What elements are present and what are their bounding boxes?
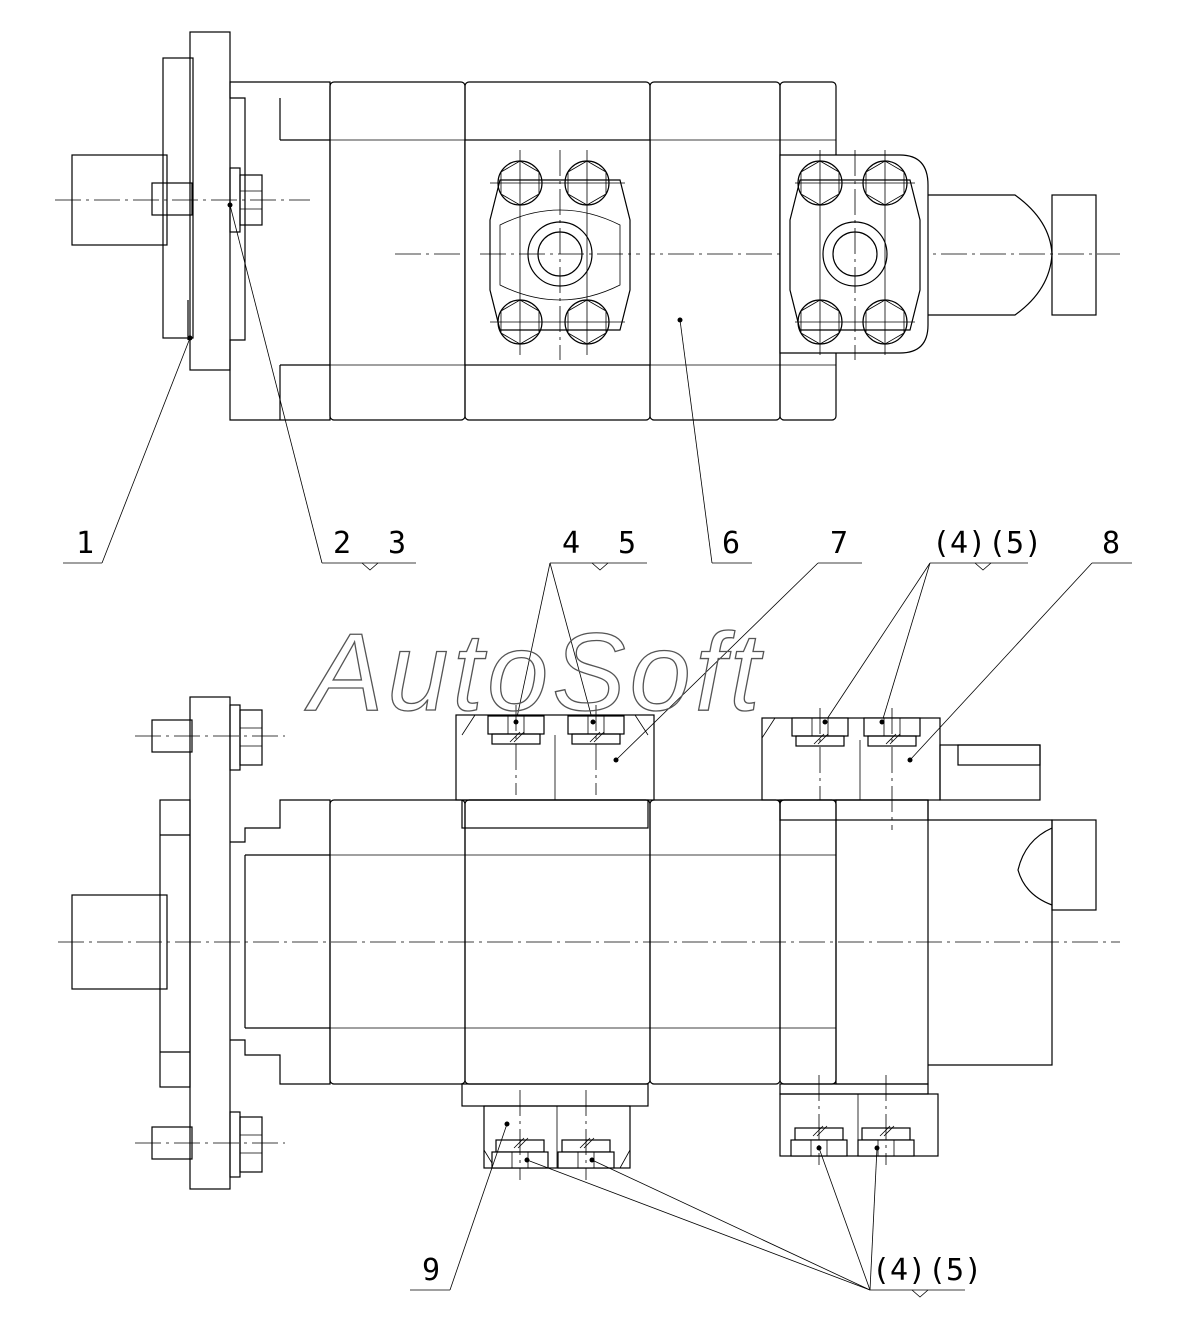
- top-view: [55, 31, 1120, 421]
- callout-7: 7: [830, 526, 848, 561]
- callout-2: 2: [333, 526, 351, 561]
- bottom-view: [58, 696, 1120, 1190]
- callout-1: 1: [76, 526, 94, 561]
- bottom-callouts: 9 (4) (5): [410, 1123, 982, 1298]
- callout-3: 3: [388, 526, 406, 561]
- callout-5-paren-bottom: (5): [928, 1253, 982, 1288]
- callout-4-paren-top: (4): [932, 526, 986, 561]
- callout-5-paren-top: (5): [988, 526, 1042, 561]
- callout-8: 8: [1102, 526, 1120, 561]
- top-callouts: 1 2 3 4 5 6 7 (4) (5) 8: [63, 204, 1132, 761]
- watermark: AutoSoft: [304, 611, 764, 734]
- callout-4-paren-bottom: (4): [872, 1253, 926, 1288]
- callout-9: 9: [422, 1253, 440, 1288]
- callout-6: 6: [722, 526, 740, 561]
- callout-5: 5: [618, 526, 636, 561]
- callout-4: 4: [562, 526, 580, 561]
